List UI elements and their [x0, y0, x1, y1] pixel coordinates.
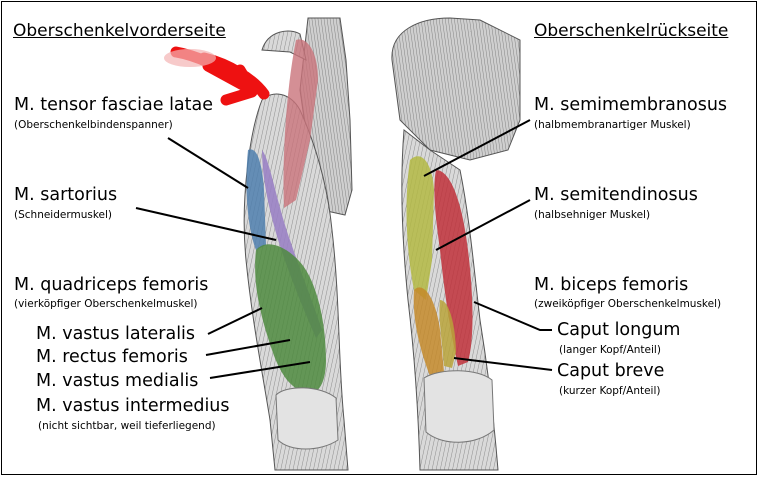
leader-sartorius — [135, 207, 277, 241]
front-knee — [275, 387, 339, 450]
red-arrow — [170, 46, 270, 106]
back-biceps-femoris-short-head — [439, 300, 456, 368]
label-vastus-lateralis: M. vastus lateralis — [36, 324, 196, 344]
label-quadriceps-femoris: M. quadriceps femoris — [14, 275, 209, 295]
leader-semimembranosus — [423, 119, 531, 177]
label-sartorius: M. sartorius — [14, 185, 118, 205]
sublabel-caput-longum: (langer Kopf/Anteil) — [559, 344, 661, 356]
back-biceps-femoris-long-head — [413, 287, 444, 376]
sublabel-sartorius: (Schneidermuskel) — [14, 209, 113, 221]
front-leg-drawing — [164, 17, 353, 471]
sublabel-caput-breve: (kurzer Kopf/Anteil) — [559, 385, 661, 397]
front-vastus-lateralis-blue — [246, 149, 266, 250]
back-knee — [423, 370, 495, 443]
label-biceps-femoris: M. biceps femoris — [534, 275, 689, 295]
leader-vastus-lateralis — [207, 307, 263, 335]
sublabel-semitendinosus: (halbsehniger Muskel) — [534, 209, 651, 221]
back-semitendinosus-muscle — [434, 170, 473, 366]
sublabel-semimembranosus: (halbmembranartiger Muskel) — [534, 119, 691, 131]
label-vastus-medialis: M. vastus medialis — [36, 371, 199, 391]
leader-semitendinosus — [435, 199, 531, 251]
label-semitendinosus: M. semitendinosus — [534, 185, 698, 205]
leader-rectus-femoris — [205, 339, 291, 356]
sublabel-vastus-intermedius: (nicht sichtbar, weil tieferliegend) — [38, 420, 216, 432]
leader-lines — [135, 119, 553, 379]
back-pelvis — [391, 17, 521, 161]
back-leg-drawing — [391, 17, 521, 471]
sublabel-biceps-femoris: (zweiköpfiger Oberschenkelmuskel) — [534, 298, 722, 310]
leader-vastus-medialis — [209, 361, 311, 379]
pink-smudge — [164, 49, 216, 67]
front-tensor-fasciae-latae-muscle — [283, 39, 318, 208]
label-vastus-intermedius: M. vastus intermedius — [36, 396, 230, 416]
front-quadriceps-muscle — [255, 244, 326, 393]
front-heading: Oberschenkelvorderseite — [13, 21, 226, 41]
label-caput-longum: Caput longum — [557, 320, 681, 340]
label-rectus-femoris: M. rectus femoris — [36, 347, 188, 367]
leader-caput-longum — [473, 301, 552, 331]
leader-tensor-fasciae-latae — [167, 137, 249, 189]
back-semimembranosus-muscle — [406, 156, 434, 300]
sublabel-tensor-fasciae-latae: (Oberschenkelbindenspanner) — [14, 119, 173, 131]
label-semimembranosus: M. semimembranosus — [534, 95, 728, 115]
sublabel-quadriceps-femoris: (vierköpfiger Oberschenkelmuskel) — [14, 298, 198, 310]
label-caput-breve: Caput breve — [557, 361, 665, 381]
label-tensor-fasciae-latae: M. tensor fasciae latae — [14, 95, 214, 115]
back-heading: Oberschenkelrückseite — [534, 21, 729, 41]
leader-caput-breve — [453, 357, 553, 371]
